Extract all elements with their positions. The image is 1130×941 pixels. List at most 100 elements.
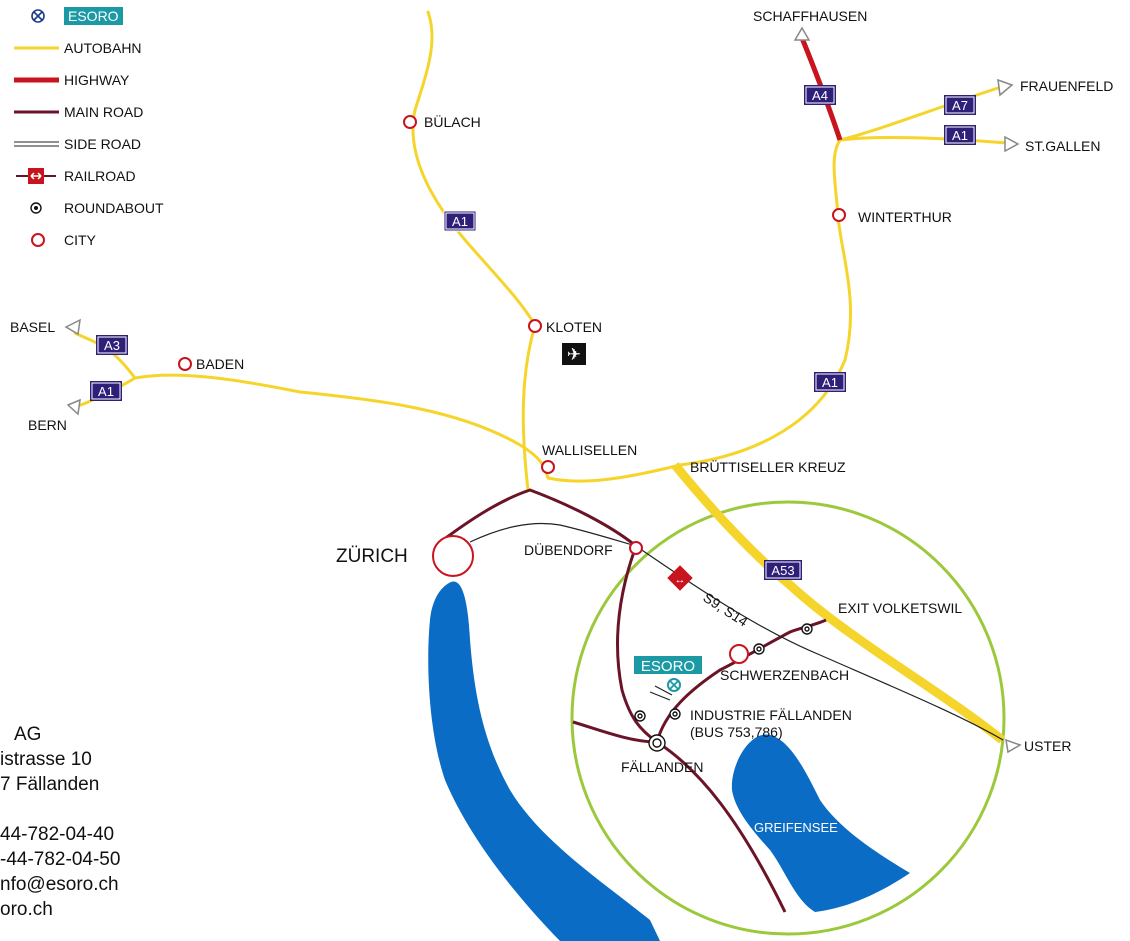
legend-railroad-label: RAILROAD bbox=[64, 168, 136, 184]
railway-line bbox=[635, 545, 1004, 741]
main-road-zurich-north bbox=[442, 488, 637, 548]
contact-line bbox=[0, 797, 120, 822]
sign-a1-west: A1 bbox=[90, 381, 122, 401]
legend-side-road-label: SIDE ROAD bbox=[64, 136, 142, 152]
legend-row-autobahn: AUTOBAHN bbox=[0, 38, 240, 58]
legend-esoro-label: ESORO bbox=[64, 7, 123, 25]
contact-block: AG istrasse 10 7 Fällanden 44-782-04-40 … bbox=[0, 722, 120, 922]
sign-a53: A53 bbox=[764, 560, 802, 580]
sign-a1-north: A1 bbox=[443, 210, 477, 232]
label-wallisellen: WALLISELLEN bbox=[542, 442, 637, 458]
esoro-access bbox=[649, 685, 673, 701]
sign-a7: A7 bbox=[944, 95, 976, 115]
lake-greifensee bbox=[731, 734, 910, 912]
label-schaffhausen: SCHAFFHAUSEN bbox=[753, 8, 867, 24]
main-road-duebendorf-faellanden bbox=[616, 545, 658, 744]
svg-text:A1: A1 bbox=[452, 214, 468, 229]
arrow-stgallen bbox=[1004, 135, 1020, 153]
label-industrie-faellanden: INDUSTRIE FÄLLANDEN bbox=[690, 707, 852, 723]
legend-row-side-road: SIDE ROAD bbox=[0, 134, 240, 154]
main-road-line-icon bbox=[14, 110, 59, 114]
svg-text:✈: ✈ bbox=[567, 345, 581, 364]
legend-autobahn-label: AUTOBAHN bbox=[64, 40, 142, 56]
city-schwerzenbach bbox=[729, 644, 749, 664]
contact-email[interactable]: nfo@esoro.ch bbox=[0, 874, 119, 895]
sign-a3: A3 bbox=[96, 335, 128, 355]
label-bus: (BUS 753,786) bbox=[690, 724, 783, 740]
label-uster: USTER bbox=[1024, 738, 1071, 754]
highway-line-icon bbox=[14, 77, 59, 83]
legend-row-city: CITY bbox=[0, 230, 240, 250]
map-legend: ESORO AUTOBAHN HIGHWAY MAIN ROAD SIDE RO… bbox=[0, 0, 240, 260]
esoro-location-icon bbox=[31, 9, 45, 23]
city-kloten bbox=[528, 319, 542, 333]
contact-line: 7 Fällanden bbox=[0, 774, 100, 795]
railroad-icon: ↔ bbox=[667, 565, 693, 591]
arrow-uster bbox=[1005, 738, 1022, 754]
autobahn-west bbox=[73, 331, 682, 483]
legend-row-main-road: MAIN ROAD bbox=[0, 102, 240, 122]
autobahn-kloten-wallisellen bbox=[521, 323, 537, 492]
autobahn-line-icon bbox=[14, 46, 59, 50]
legend-highway-label: HIGHWAY bbox=[64, 72, 130, 88]
label-basel: BASEL bbox=[10, 319, 55, 335]
arrow-schaffhausen bbox=[793, 26, 811, 41]
side-road-zurich-duebendorf bbox=[469, 522, 637, 547]
contact-phone: 44-782-04-40 bbox=[0, 824, 115, 845]
label-buelach: BÜLACH bbox=[424, 113, 481, 130]
svg-text:A1: A1 bbox=[822, 375, 838, 390]
label-exit-volketswil: EXIT VOLKETSWIL bbox=[838, 600, 962, 616]
legend-roundabout-label: ROUNDABOUT bbox=[64, 200, 164, 216]
label-bern: BERN bbox=[28, 417, 67, 433]
label-baden: BADEN bbox=[196, 356, 244, 372]
main-road-faellanden-south bbox=[656, 740, 787, 913]
contact-line: AG bbox=[14, 724, 42, 745]
svg-text:A3: A3 bbox=[104, 338, 120, 353]
legend-city-label: CITY bbox=[64, 232, 96, 248]
legend-row-railroad: RAILROAD bbox=[0, 166, 240, 186]
autobahn-a1-north bbox=[411, 10, 537, 327]
city-legend-icon bbox=[31, 233, 45, 247]
label-duebendorf: DÜBENDORF bbox=[524, 541, 613, 558]
arrow-bern bbox=[66, 398, 81, 416]
side-road-line-icon bbox=[14, 141, 59, 147]
city-duebendorf bbox=[629, 541, 643, 555]
legend-row-roundabout: ROUNDABOUT bbox=[0, 198, 240, 218]
city-zuerich bbox=[432, 535, 474, 577]
sign-a1-east: A1 bbox=[944, 125, 976, 145]
label-greifensee: GREIFENSEE bbox=[754, 820, 838, 835]
region-circle bbox=[570, 500, 1006, 936]
svg-text:A1: A1 bbox=[98, 384, 114, 399]
sign-a4: A4 bbox=[804, 85, 836, 105]
city-buelach bbox=[403, 115, 417, 129]
city-baden bbox=[178, 357, 192, 371]
airport-icon: ✈ bbox=[562, 343, 586, 365]
svg-text:↔: ↔ bbox=[675, 574, 686, 586]
autobahn-east bbox=[678, 138, 852, 467]
label-bruettiseller-kreuz: BRÜTTISELLER KREUZ bbox=[690, 458, 846, 475]
label-stgallen: ST.GALLEN bbox=[1025, 138, 1100, 154]
svg-text:A1: A1 bbox=[952, 128, 968, 143]
svg-text:A7: A7 bbox=[952, 98, 968, 113]
label-zuerich: ZÜRICH bbox=[336, 546, 408, 567]
autobahn-a1-stgallen bbox=[838, 135, 1010, 145]
autobahn-a53 bbox=[671, 462, 1005, 744]
contact-fax: -44-782-04-50 bbox=[0, 849, 121, 870]
arrow-frauenfeld bbox=[997, 78, 1014, 97]
railroad-legend-icon bbox=[16, 168, 56, 184]
svg-text:A4: A4 bbox=[812, 88, 828, 103]
roundabout-legend-icon bbox=[30, 202, 42, 214]
contact-website[interactable]: oro.ch bbox=[0, 899, 53, 920]
label-schwerzenbach: SCHWERZENBACH bbox=[720, 667, 849, 683]
label-frauenfeld: FRAUENFELD bbox=[1020, 78, 1113, 94]
legend-row-highway: HIGHWAY bbox=[0, 70, 240, 90]
svg-text:A53: A53 bbox=[771, 563, 794, 578]
label-train-lines: S9, S14 bbox=[700, 589, 751, 630]
label-faellanden: FÄLLANDEN bbox=[621, 759, 703, 775]
label-kloten: KLOTEN bbox=[546, 319, 602, 335]
svg-text:ESORO: ESORO bbox=[641, 658, 695, 675]
contact-line: istrasse 10 bbox=[0, 749, 92, 770]
legend-main-road-label: MAIN ROAD bbox=[64, 104, 144, 120]
sign-a1-winterthur: A1 bbox=[814, 372, 846, 392]
